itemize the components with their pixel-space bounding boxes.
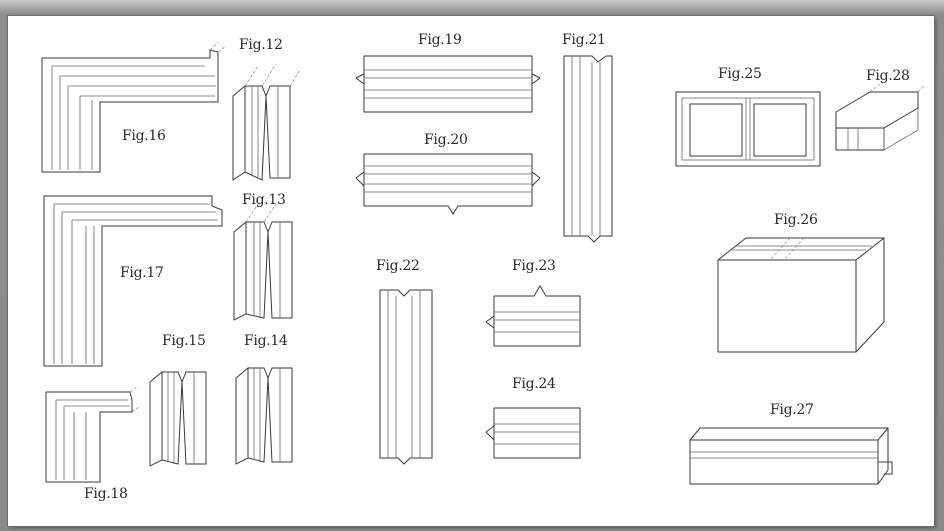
figure-19-drawing — [355, 55, 541, 113]
figure-15-label: Fig.15 — [162, 333, 206, 349]
figure-13-drawing — [233, 203, 293, 321]
figure-12-drawing — [232, 63, 301, 181]
figure-28-label: Fig.28 — [866, 68, 910, 84]
figure-14-drawing — [235, 366, 293, 465]
figure-17-drawing — [43, 195, 223, 367]
figure-27-drawing — [689, 427, 893, 485]
figure-15-drawing — [149, 370, 207, 467]
figure-21-label: Fig.21 — [562, 32, 606, 48]
figure-16-label: Fig.16 — [122, 128, 166, 144]
figure-23-label: Fig.23 — [512, 258, 556, 274]
figure-26-drawing — [717, 237, 885, 353]
figure-19-label: Fig.19 — [418, 32, 462, 48]
figure-23-drawing — [485, 285, 581, 347]
figure-21-drawing — [563, 55, 613, 243]
figure-28-drawing — [835, 83, 925, 151]
figure-27-label: Fig.27 — [770, 402, 814, 418]
figure-18-drawing — [45, 385, 141, 483]
figure-26-label: Fig.26 — [774, 212, 818, 228]
figure-16-drawing — [41, 41, 227, 173]
figure-14-label: Fig.14 — [244, 333, 288, 349]
figure-13-label: Fig.13 — [242, 192, 286, 208]
figure-25-label: Fig.25 — [718, 66, 762, 82]
figure-12-label: Fig.12 — [239, 37, 283, 53]
figure-22-label: Fig.22 — [376, 258, 420, 274]
figure-18-label: Fig.18 — [84, 486, 128, 502]
figure-22-drawing — [379, 289, 433, 465]
figure-24-label: Fig.24 — [512, 376, 556, 392]
figure-25-drawing — [675, 91, 821, 167]
figure-20-label: Fig.20 — [424, 132, 468, 148]
figure-17-label: Fig.17 — [120, 265, 164, 281]
figure-20-drawing — [355, 153, 541, 215]
figure-24-drawing — [485, 407, 581, 459]
